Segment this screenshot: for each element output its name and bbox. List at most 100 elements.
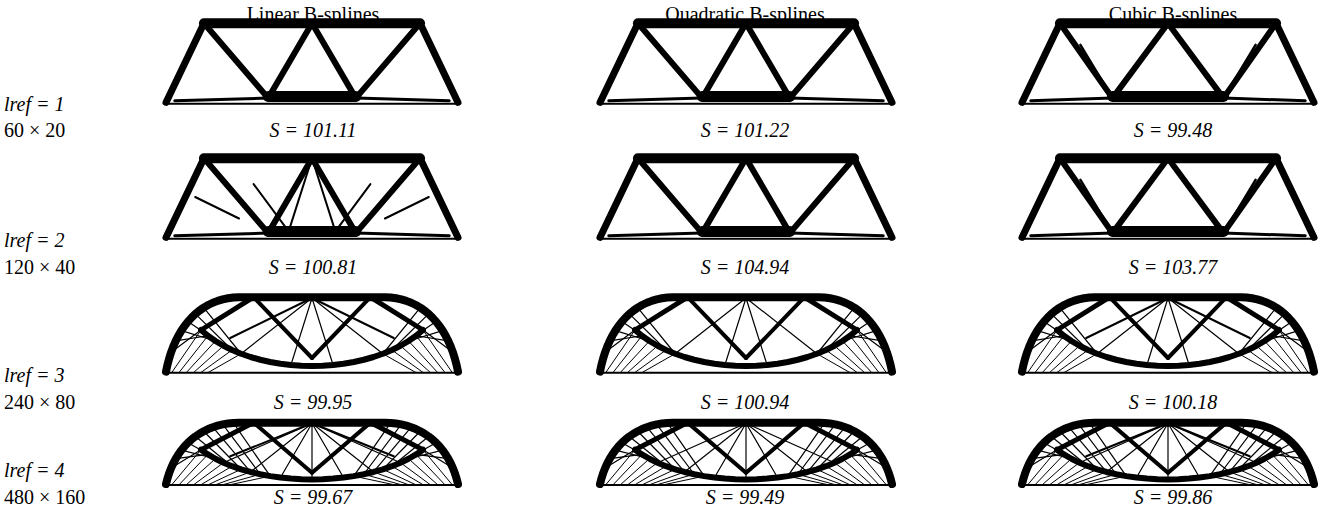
member <box>204 158 268 233</box>
member <box>416 336 448 341</box>
member <box>808 427 846 472</box>
member <box>746 423 778 477</box>
member <box>854 23 892 102</box>
member <box>675 298 746 354</box>
member <box>356 158 420 233</box>
objective-value: S = 99.86 <box>1134 485 1213 509</box>
member <box>725 298 746 365</box>
member <box>1060 158 1113 233</box>
member <box>224 180 268 233</box>
member <box>790 23 854 98</box>
member <box>1265 450 1299 459</box>
member <box>790 233 883 236</box>
member <box>181 331 215 341</box>
member <box>1239 354 1272 373</box>
member <box>1113 23 1168 98</box>
mesh-size: 120 × 40 <box>4 255 75 279</box>
member <box>166 297 458 371</box>
member <box>790 98 883 101</box>
member <box>638 23 702 98</box>
member <box>312 298 333 365</box>
member <box>600 158 638 237</box>
member <box>1113 158 1168 233</box>
member <box>204 23 268 98</box>
member <box>312 298 383 354</box>
member <box>714 423 746 477</box>
member <box>204 431 241 469</box>
member <box>1223 23 1276 98</box>
member <box>1037 331 1071 341</box>
member <box>635 330 857 366</box>
member <box>1086 476 1126 485</box>
member <box>1223 98 1305 101</box>
member <box>409 450 443 459</box>
member <box>166 23 204 102</box>
member <box>664 476 704 485</box>
member <box>356 98 449 101</box>
member <box>843 331 877 341</box>
member <box>790 158 854 233</box>
member <box>1223 158 1276 233</box>
objective-value: S = 99.67 <box>274 485 353 509</box>
member <box>1136 423 1168 477</box>
member <box>638 308 675 354</box>
member <box>615 450 649 459</box>
member <box>1032 336 1064 341</box>
optimized-beam <box>1022 23 1314 103</box>
member <box>1080 45 1112 98</box>
member <box>420 23 458 102</box>
member <box>1022 238 1314 240</box>
member <box>642 354 675 373</box>
objective-value: S = 99.48 <box>1134 118 1213 142</box>
optimized-beam <box>1022 158 1314 238</box>
refinement-level: lref = 3 <box>4 363 65 387</box>
member <box>1147 298 1168 365</box>
member <box>1060 308 1097 354</box>
member <box>383 354 416 373</box>
member <box>790 180 834 233</box>
member <box>857 450 886 485</box>
member <box>1168 423 1230 472</box>
member <box>1064 354 1097 373</box>
member <box>857 330 886 372</box>
member <box>1086 298 1168 338</box>
member <box>356 23 420 98</box>
refinement-level: lref = 4 <box>4 458 65 482</box>
member <box>1022 423 1314 484</box>
member <box>335 184 370 231</box>
member <box>1168 423 1250 456</box>
optimized-beam <box>1022 423 1314 485</box>
member <box>788 476 828 485</box>
refinement-level: lref = 2 <box>4 228 65 252</box>
member <box>1167 423 1168 479</box>
member <box>638 431 675 469</box>
member <box>268 226 356 237</box>
member <box>1113 226 1224 237</box>
member <box>702 226 790 237</box>
member <box>1168 23 1223 98</box>
mesh-size: 240 × 80 <box>4 390 75 414</box>
member <box>1037 450 1071 459</box>
optimized-beam <box>166 423 458 485</box>
objective-value: S = 104.94 <box>701 255 790 279</box>
member <box>268 91 356 102</box>
member <box>600 297 892 371</box>
member <box>1168 298 1189 365</box>
member <box>230 298 312 338</box>
optimized-beam <box>166 297 458 373</box>
member <box>204 308 241 354</box>
member <box>166 423 458 484</box>
member <box>1106 423 1168 472</box>
optimized-beam <box>600 158 892 238</box>
member <box>1031 98 1113 101</box>
refinement-level: lref = 1 <box>4 92 65 116</box>
member <box>181 450 215 459</box>
member <box>746 298 767 365</box>
member <box>702 158 746 233</box>
member <box>175 233 268 236</box>
member <box>746 23 790 98</box>
member <box>1210 476 1250 485</box>
member <box>600 23 638 102</box>
member <box>1239 431 1276 469</box>
